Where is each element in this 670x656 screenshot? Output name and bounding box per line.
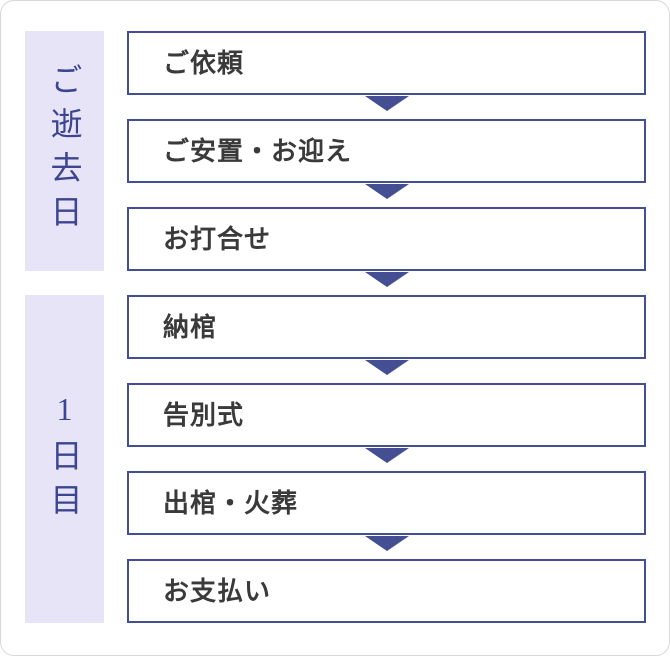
arrow-down-icon [364, 96, 409, 111]
arrow-down-icon [364, 448, 409, 463]
step-label: 出棺・火葬 [163, 488, 299, 518]
step-box: お打合せ [127, 207, 646, 287]
step-box: ご依頼 [127, 31, 646, 111]
step-box: 納棺 [127, 295, 646, 375]
group-label-text: ご逝去日 [46, 63, 83, 239]
group-label-text: 1日目 [46, 391, 83, 527]
step-label: ご依頼 [163, 48, 245, 78]
step-label: 納棺 [163, 312, 218, 342]
arrow-down-icon [364, 272, 409, 287]
day-labels-column: ご逝去日 1日目 [25, 31, 104, 623]
steps-column: ご依頼ご安置・お迎えお打合せ納棺告別式出棺・火葬お支払い [127, 31, 646, 623]
step-box: お支払い [127, 559, 646, 623]
step-label: 告別式 [163, 400, 245, 430]
step-label: ご安置・お迎え [163, 136, 353, 166]
arrow-down-icon [364, 360, 409, 375]
group-label: ご逝去日 [25, 31, 104, 271]
step-box: 出棺・火葬 [127, 471, 646, 551]
arrow-down-icon [364, 184, 409, 199]
flow-diagram: ご逝去日 1日目 ご依頼ご安置・お迎えお打合せ納棺告別式出棺・火葬お支払い [25, 31, 646, 623]
step-box: ご安置・お迎え [127, 119, 646, 199]
step-label: お打合せ [163, 224, 272, 254]
group-label: 1日目 [25, 295, 104, 623]
arrow-down-icon [364, 536, 409, 551]
step-label: お支払い [163, 576, 272, 606]
step-box: 告別式 [127, 383, 646, 463]
